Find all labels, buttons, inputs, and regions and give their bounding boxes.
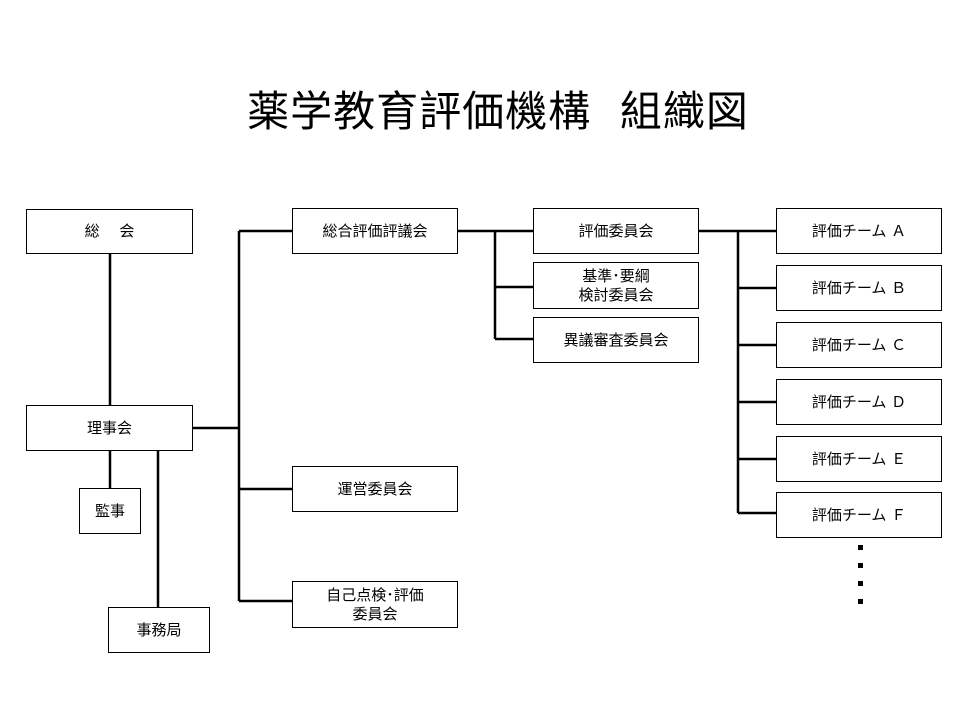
standards-committee-line-2: 検討委員会 xyxy=(578,285,654,304)
evaluation-team-e-box: 評価チーム Ｅ xyxy=(776,436,942,482)
ellipsis-dot xyxy=(858,563,863,568)
evaluation-team-b-box: 評価チーム Ｂ xyxy=(776,265,942,311)
evaluation-team-label: 評価チーム Ｃ xyxy=(811,335,907,354)
self-assessment-committee-box: 自己点検･評価 委員会 xyxy=(292,581,458,628)
standards-committee-box: 基準･要綱 検討委員会 xyxy=(533,262,699,309)
evaluation-team-label: 評価チーム Ｆ xyxy=(811,505,907,524)
council-box: 総合評価評議会 xyxy=(292,208,458,254)
secretariat-box: 事務局 xyxy=(108,607,210,653)
general-assembly-box: 総 会 xyxy=(26,209,193,254)
evaluation-team-d-box: 評価チーム Ｄ xyxy=(776,379,942,425)
evaluation-team-label: 評価チーム Ｄ xyxy=(811,392,907,411)
title-sub: 組織図 xyxy=(619,87,749,136)
secretariat-label: 事務局 xyxy=(136,620,182,639)
council-label: 総合評価評議会 xyxy=(322,221,428,240)
steering-committee-box: 運営委員会 xyxy=(292,466,458,512)
page-title: 薬学教育評価機構 組織図 xyxy=(0,78,960,139)
ellipsis-dot xyxy=(858,581,863,586)
self-assessment-line-2: 委員会 xyxy=(352,604,398,623)
evaluation-team-label: 評価チーム Ａ xyxy=(811,221,907,240)
evaluation-team-c-box: 評価チーム Ｃ xyxy=(776,322,942,368)
steering-committee-label: 運営委員会 xyxy=(337,479,413,498)
evaluation-team-label: 評価チーム Ｂ xyxy=(811,278,907,297)
title-main: 薬学教育評価機構 xyxy=(247,87,592,136)
evaluation-team-a-box: 評価チーム Ａ xyxy=(776,208,942,254)
appeals-committee-box: 異議審査委員会 xyxy=(533,317,699,363)
appeals-committee-label: 異議審査委員会 xyxy=(563,330,669,349)
ellipsis-dot xyxy=(858,545,863,550)
standards-committee-line-1: 基準･要綱 xyxy=(582,266,650,285)
evaluation-team-label: 評価チーム Ｅ xyxy=(811,449,907,468)
vertical-ellipsis-icon xyxy=(858,545,864,617)
auditor-label: 監事 xyxy=(94,501,125,520)
ellipsis-dot xyxy=(858,599,863,604)
evaluation-committee-label: 評価委員会 xyxy=(578,221,654,240)
general-assembly-label: 総 会 xyxy=(84,222,135,240)
evaluation-committee-box: 評価委員会 xyxy=(533,208,699,254)
self-assessment-line-1: 自己点検･評価 xyxy=(326,585,424,604)
auditor-box: 監事 xyxy=(79,488,141,534)
evaluation-team-f-box: 評価チーム Ｆ xyxy=(776,492,942,538)
board-box: 理事会 xyxy=(26,405,193,451)
board-label: 理事会 xyxy=(86,418,132,437)
